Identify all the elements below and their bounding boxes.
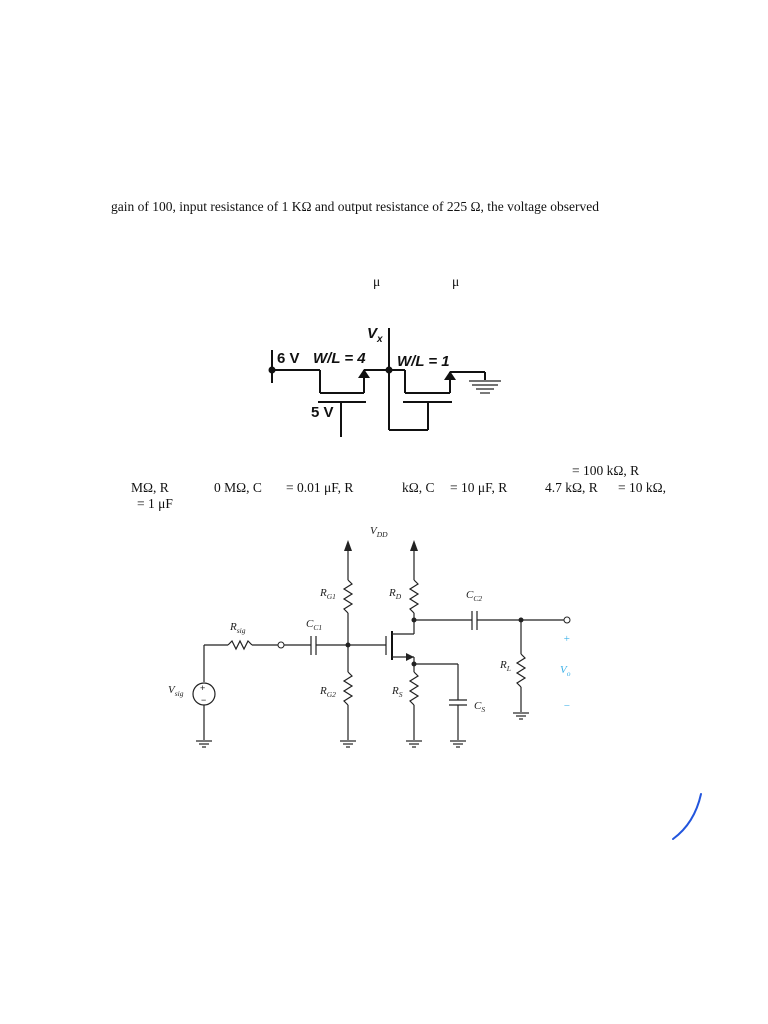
ground-icon [513,712,529,720]
rg2-resistor [342,671,354,706]
param-text: = 10 kΩ, [618,480,667,495]
param-text: = 1 μF [137,496,173,511]
ground-icon [340,740,356,748]
param-text: kΩ, C [402,480,435,495]
cs-label: CS [474,700,485,714]
arrow-icon [358,369,370,378]
mu-symbol: μ [452,274,460,289]
vo-plus-label: + [563,633,570,645]
source-minus-sign: − [201,695,206,705]
vdd-arrow-icon [344,540,352,551]
vo-label: Vo [560,664,571,678]
ground-icon [450,740,466,748]
mu-symbol: μ [373,274,381,289]
wl-right-label: W/L = 1 [397,353,450,370]
cc2-label: CC2 [466,589,482,603]
problem-text-line: gain of 100, input resistance of 1 KΩ an… [111,199,599,214]
param-text: MΩ, R [131,480,169,495]
gate-5v-label: 5 V [311,404,334,421]
rg1-label: RG1 [319,587,336,601]
ground-icon [406,740,422,748]
vdd-6v-label: 6 V [277,350,300,367]
rl-label: RL [499,659,511,673]
vdd-label: VDD [370,525,388,539]
vsig-label: Vsig [168,684,184,698]
wl-left-label: W/L = 4 [313,350,366,367]
rl-resistor [515,653,527,688]
cc1-label: CC1 [306,618,322,632]
rs-label: RS [391,685,403,699]
rd-resistor [408,579,420,614]
rsig-label: Rsig [229,621,246,635]
rs-resistor [408,671,420,706]
output-terminal [563,616,571,624]
vdd-arrow-icon [410,540,418,551]
rd-label: RD [388,587,402,601]
arrow-icon [444,371,456,380]
source-plus-sign: + [200,683,205,693]
node-dot [345,642,351,648]
ground-icon [469,380,501,394]
vx-label: Vx [367,325,383,345]
rg1-resistor [342,579,354,614]
rg2-label: RG2 [319,685,336,699]
param-text: = 100 kΩ, R [572,463,640,478]
param-text: 0 MΩ, C [214,480,262,495]
ground-icon [196,740,212,748]
rsig-resistor [227,639,253,651]
vo-minus-label: − [563,700,570,712]
param-text: = 0.01 μF, R [286,480,354,495]
mosfet-arrow-icon [406,653,414,661]
param-text: = 10 μF, R [450,480,508,495]
param-text: 4.7 kΩ, R [545,480,598,495]
